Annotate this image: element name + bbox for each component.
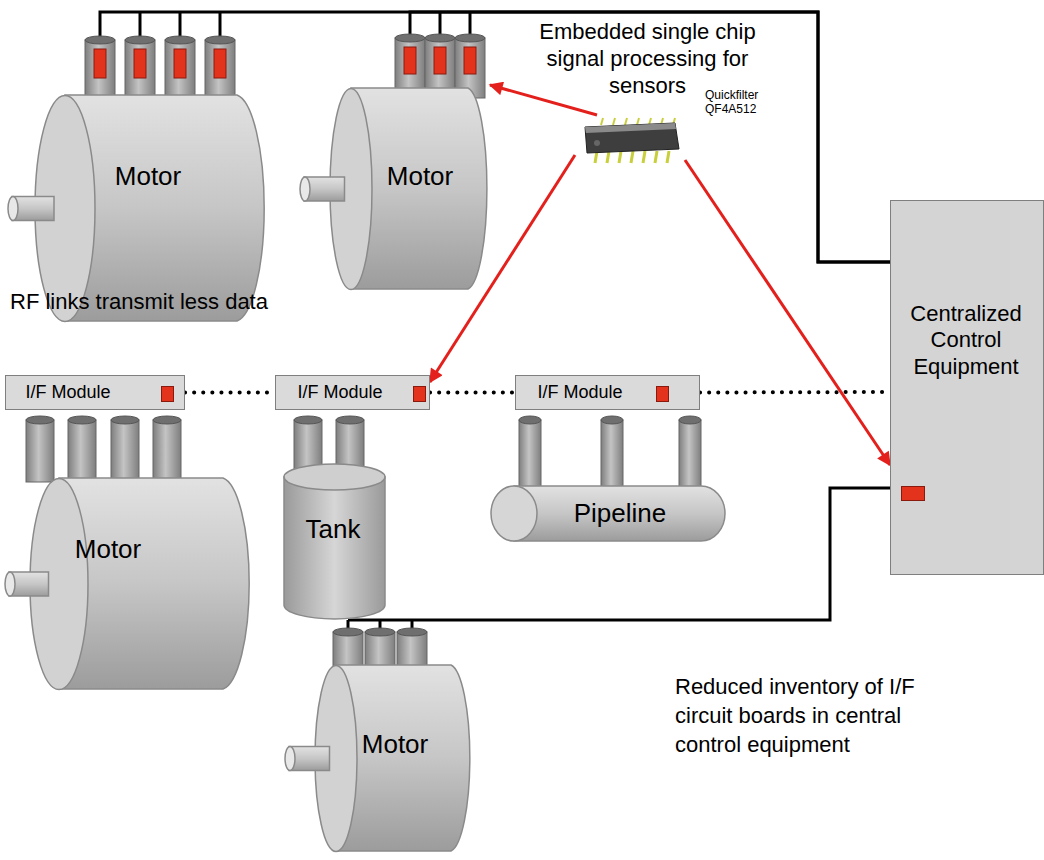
box-label: Centralized Control Equipment	[896, 301, 1036, 380]
indicator-led	[656, 386, 669, 402]
indicator-led	[413, 386, 426, 402]
rf-link	[430, 391, 515, 395]
signal-arrow	[490, 85, 597, 115]
note-text: Embedded single chip signal processing f…	[515, 18, 780, 99]
motor-node: Motor	[5, 478, 253, 690]
chip-node: Quickfilter QF4A512	[575, 115, 685, 165]
equipment-label: Motor	[387, 161, 453, 192]
module-box: Centralized Control Equipment	[890, 200, 1044, 575]
signal-arrow	[685, 160, 890, 465]
box-label: I/F Module	[297, 382, 382, 404]
motor-node: Motor	[285, 620, 473, 852]
note-text: RF links transmit less data	[10, 288, 268, 315]
module-box: I/F Module	[5, 375, 185, 410]
equipment-label: Motor	[75, 534, 141, 565]
indicator-led	[161, 386, 174, 402]
module-box: I/F Module	[275, 375, 430, 410]
sensor-wire	[412, 488, 890, 620]
equipment-label: Motor	[115, 161, 181, 192]
box-label: I/F Module	[537, 382, 622, 404]
equipment-label: Pipeline	[574, 498, 667, 529]
chip-shape	[575, 115, 685, 165]
equipment-label: Tank	[306, 514, 361, 545]
rf-link	[185, 391, 275, 395]
box-label: I/F Module	[25, 382, 110, 404]
rf-link	[700, 390, 890, 395]
motor-node: Motor	[300, 38, 490, 290]
module-box: I/F Module	[515, 375, 700, 410]
tank-node: Tank	[283, 463, 386, 620]
equipment-label: Motor	[362, 729, 428, 760]
pipeline-node: Pipeline	[490, 485, 725, 542]
motor-shape	[5, 478, 253, 690]
note-text: Reduced inventory of I/F circuit boards …	[675, 672, 967, 759]
indicator-led	[901, 486, 925, 501]
motor-node: Motor	[8, 40, 268, 322]
part-number-label: Quickfilter QF4A512	[705, 88, 777, 116]
